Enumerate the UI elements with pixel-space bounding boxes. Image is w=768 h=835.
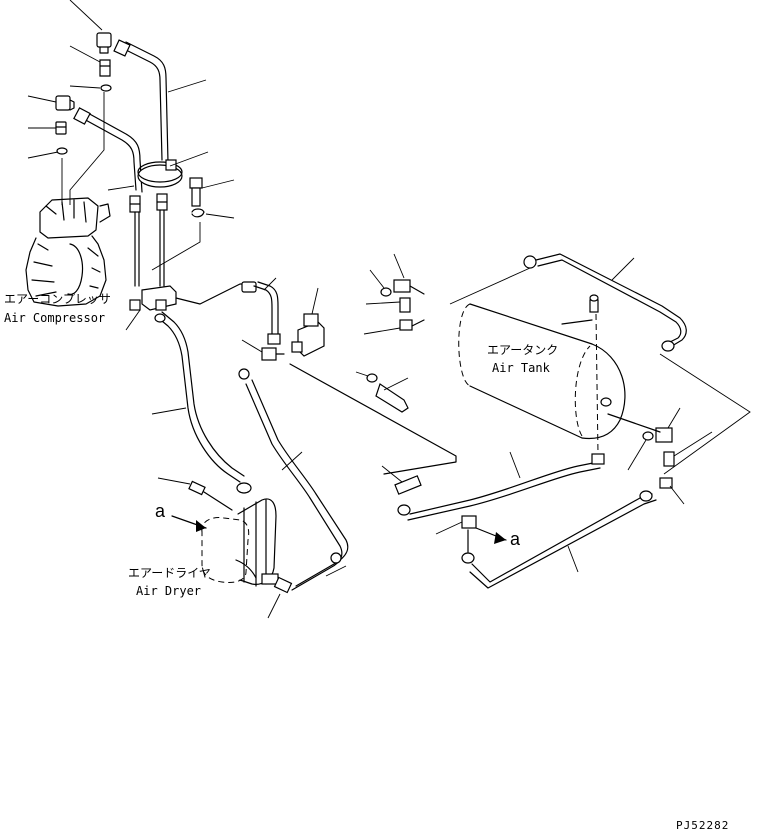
tank-right-fittings bbox=[607, 407, 713, 505]
tank-upper-tube bbox=[449, 253, 751, 475]
bottom-tube bbox=[435, 490, 657, 589]
view-marker-a: a bbox=[155, 501, 166, 521]
drawing-code: PJ52282 bbox=[676, 819, 729, 832]
air-compressor-label-jp: エアーコンプレッサ bbox=[4, 292, 111, 306]
air-tank-label-en: Air Tank bbox=[492, 361, 551, 375]
valve-block bbox=[289, 287, 457, 475]
view-marker-a-arrow: a bbox=[510, 529, 521, 549]
air-tank-label-jp: エアータンク bbox=[487, 343, 558, 357]
compressor-fittings bbox=[27, 0, 112, 205]
tank-lower-tube bbox=[381, 451, 601, 521]
air-compressor bbox=[25, 197, 111, 307]
dryer-outlet-tube bbox=[238, 368, 349, 619]
mid-tube bbox=[241, 277, 285, 361]
air-dryer-label-jp: エアードライヤ bbox=[128, 566, 211, 580]
air-dryer-label-en: Air Dryer bbox=[136, 584, 201, 598]
air-compressor-label-en: Air Compressor bbox=[4, 311, 105, 325]
t-junction bbox=[125, 283, 249, 331]
compressor-tubes bbox=[73, 39, 235, 287]
air-tank bbox=[458, 294, 626, 465]
dryer-inlet-tube bbox=[151, 311, 245, 483]
air-dryer bbox=[157, 477, 279, 587]
tank-left-fittings bbox=[363, 253, 425, 335]
